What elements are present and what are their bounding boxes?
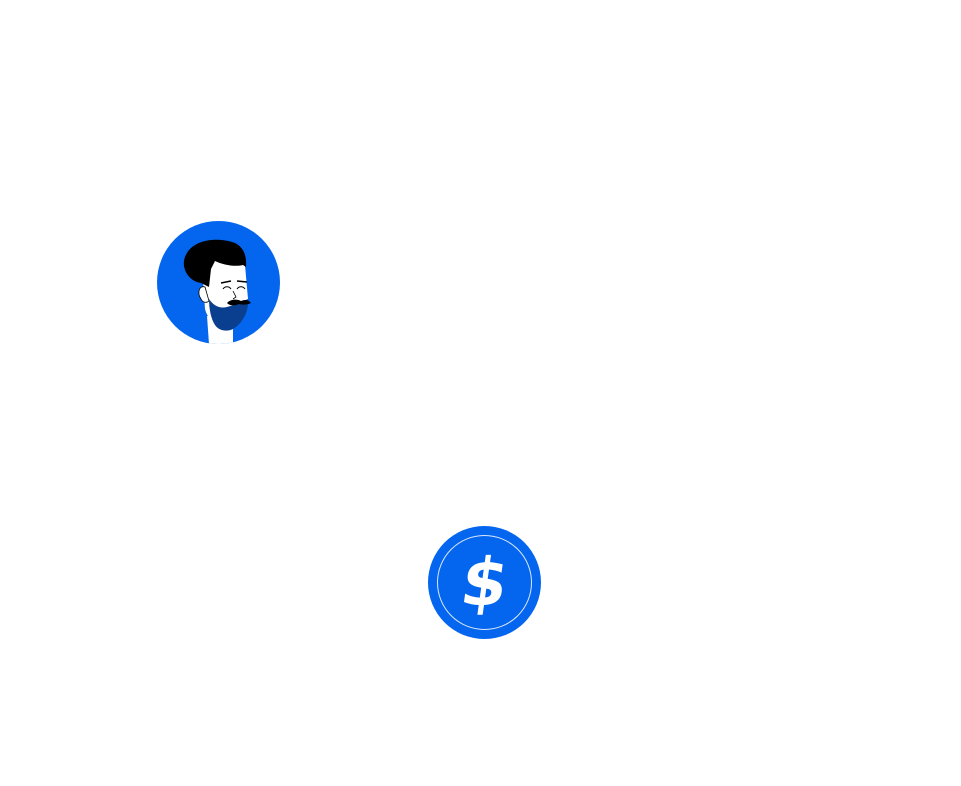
avatar-ear [198,286,210,303]
dollar-coin: $ [428,526,541,639]
dollar-coin-icon: $ [456,544,513,621]
avatar-brow-left [220,280,232,284]
avatar-moustache [227,299,251,306]
avatar-brow-right [236,280,248,283]
avatar-hair [183,239,247,287]
avatar-beard [209,299,249,331]
avatar-eye-left [222,286,232,290]
avatar-eye-right [236,286,246,290]
coin-ring [437,535,532,630]
bearded-man-avatar-icon [157,221,280,344]
avatar [157,221,280,344]
avatar-nose [232,290,237,300]
